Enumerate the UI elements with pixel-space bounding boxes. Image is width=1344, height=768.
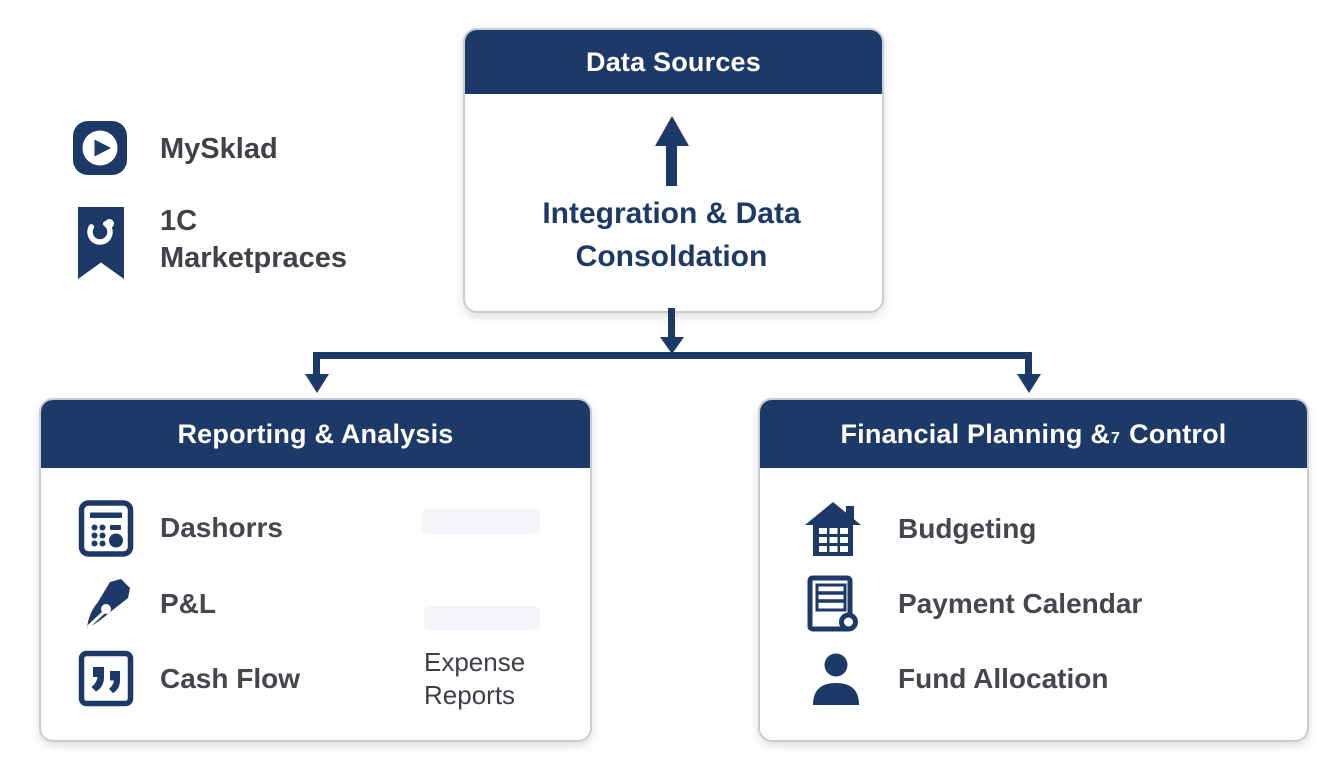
document-lines-icon <box>806 575 860 633</box>
item-label-budgeting: Budgeting <box>898 513 1037 544</box>
source-label-1c-marketplaces: 1C Marketpraces <box>160 203 347 277</box>
connector-center-shaft <box>668 308 675 339</box>
connector-center-arrow-icon <box>660 337 684 354</box>
quote-icon <box>78 650 134 707</box>
source-label-1c: 1C <box>160 205 198 237</box>
pen-nib-icon <box>80 575 134 633</box>
data-sources-header: Data Sources <box>465 30 882 94</box>
connector-left-arrow-icon <box>305 374 329 393</box>
calculator-icon <box>78 500 134 557</box>
connector-horizontal-bar <box>313 352 1032 359</box>
play-icon <box>72 120 128 176</box>
item-label-dashboards: Dashorrs <box>160 512 283 543</box>
source-label-marketplaces: Marketpraces <box>160 242 347 274</box>
expense-note-line2: Reports <box>424 680 516 710</box>
placeholder-bar <box>424 606 540 630</box>
connector-right-shaft <box>1025 358 1032 375</box>
item-label-payment-calendar: Payment Calendar <box>898 588 1143 619</box>
financial-planning-box: Financial Planning &7 Control <box>758 398 1309 742</box>
financial-planning-title-glyph: 7 <box>1111 430 1121 447</box>
person-icon <box>808 650 864 706</box>
financial-planning-header: Financial Planning &7 Control <box>760 400 1307 468</box>
data-sources-title: Data Sources <box>586 46 761 77</box>
data-sources-box: Data Sources <box>463 28 884 313</box>
source-label-mysklad: MySklad <box>160 133 278 165</box>
expense-reports-note: Expense Reports <box>424 646 544 712</box>
item-label-fund-allocation: Fund Allocation <box>898 663 1109 694</box>
up-arrow-icon <box>655 116 689 146</box>
integration-label-line1: Integration & Data <box>542 197 801 230</box>
connector-right-arrow-icon <box>1017 374 1041 393</box>
bookmark-sync-icon <box>76 207 126 281</box>
reporting-analysis-header: Reporting & Analysis <box>41 400 590 468</box>
house-grid-icon <box>802 500 864 558</box>
expense-note-line1: Expense <box>424 647 526 677</box>
integration-label: Integration & Data Consoldation <box>463 192 880 278</box>
reporting-analysis-title: Reporting & Analysis <box>177 418 454 449</box>
financial-planning-title-pre: Financial Planning & <box>840 418 1111 449</box>
financial-planning-title-post: Control <box>1129 418 1227 449</box>
up-arrow-shaft <box>666 145 677 186</box>
placeholder-bar <box>422 509 540 534</box>
item-label-cash-flow: Cash Flow <box>160 663 301 694</box>
item-label-pnl: P&L <box>160 588 216 619</box>
connector-left-shaft <box>313 358 320 375</box>
integration-label-line2: Consoldation <box>575 240 768 273</box>
